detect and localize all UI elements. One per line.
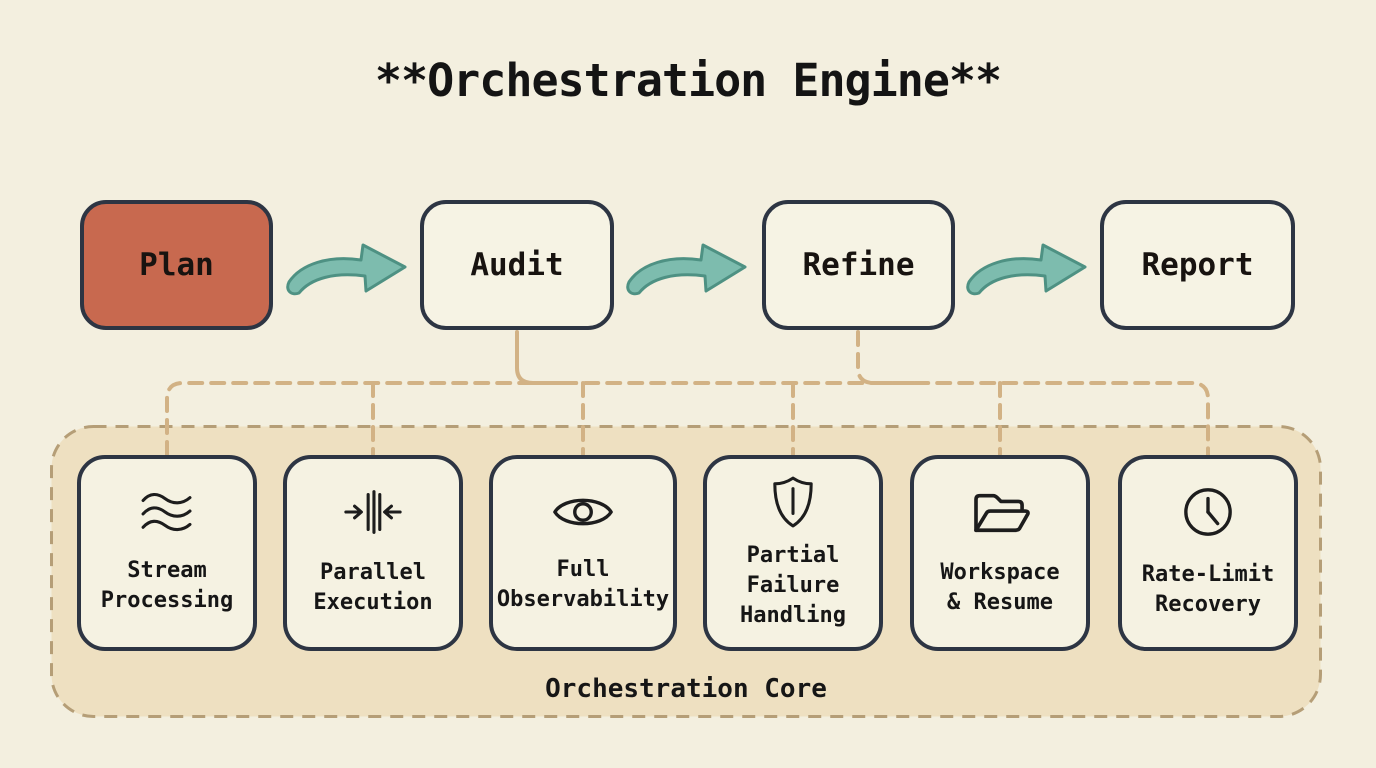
module-card-full-observability: Full Observability — [489, 455, 677, 651]
waves-icon — [141, 493, 192, 532]
module-label: Stream Processing — [100, 558, 234, 613]
pipeline-node-audit: Audit — [420, 200, 614, 330]
open-folder-icon — [974, 494, 1030, 533]
module-label: Parallel Execution — [313, 560, 433, 615]
node-label: Plan — [139, 247, 214, 283]
module-card-rate-limit-recovery: Rate-Limit Recovery — [1118, 455, 1298, 651]
module-card-workspace-resume: Workspace & Resume — [910, 455, 1090, 651]
eye-icon — [553, 499, 613, 526]
module-label: Workspace & Resume — [940, 560, 1060, 615]
node-label: Audit — [470, 247, 564, 283]
clock-icon — [1184, 488, 1232, 537]
diagram-title: **Orchestration Engine** — [374, 54, 1002, 107]
pipeline-node-report: Report — [1100, 200, 1295, 330]
audit-riser-line — [515, 330, 578, 385]
module-card-stream-processing: Stream Processing — [77, 455, 257, 651]
curved-arrow-icon — [966, 243, 1087, 296]
shield-icon — [773, 477, 813, 528]
module-label: Full Observability — [496, 557, 670, 612]
module-label: Rate-Limit Recovery — [1141, 562, 1275, 617]
module-card-partial-failure-handling: Partial Failure Handling — [703, 455, 883, 651]
node-label: Refine — [802, 247, 915, 283]
module-card-parallel-execution: Parallel Execution — [283, 455, 463, 651]
module-label: Partial Failure Handling — [740, 543, 846, 628]
pipeline-node-plan: Plan — [80, 200, 273, 330]
node-label: Report — [1141, 247, 1254, 283]
dashed-bus-line — [165, 330, 1210, 457]
curved-arrow-icon — [626, 243, 747, 296]
curved-arrow-icon — [286, 243, 407, 296]
refine-riser-line — [856, 330, 918, 385]
pipeline-node-refine: Refine — [762, 200, 955, 330]
parallel-merge-icon — [344, 490, 402, 535]
orchestration-core-label: Orchestration Core — [545, 674, 827, 704]
